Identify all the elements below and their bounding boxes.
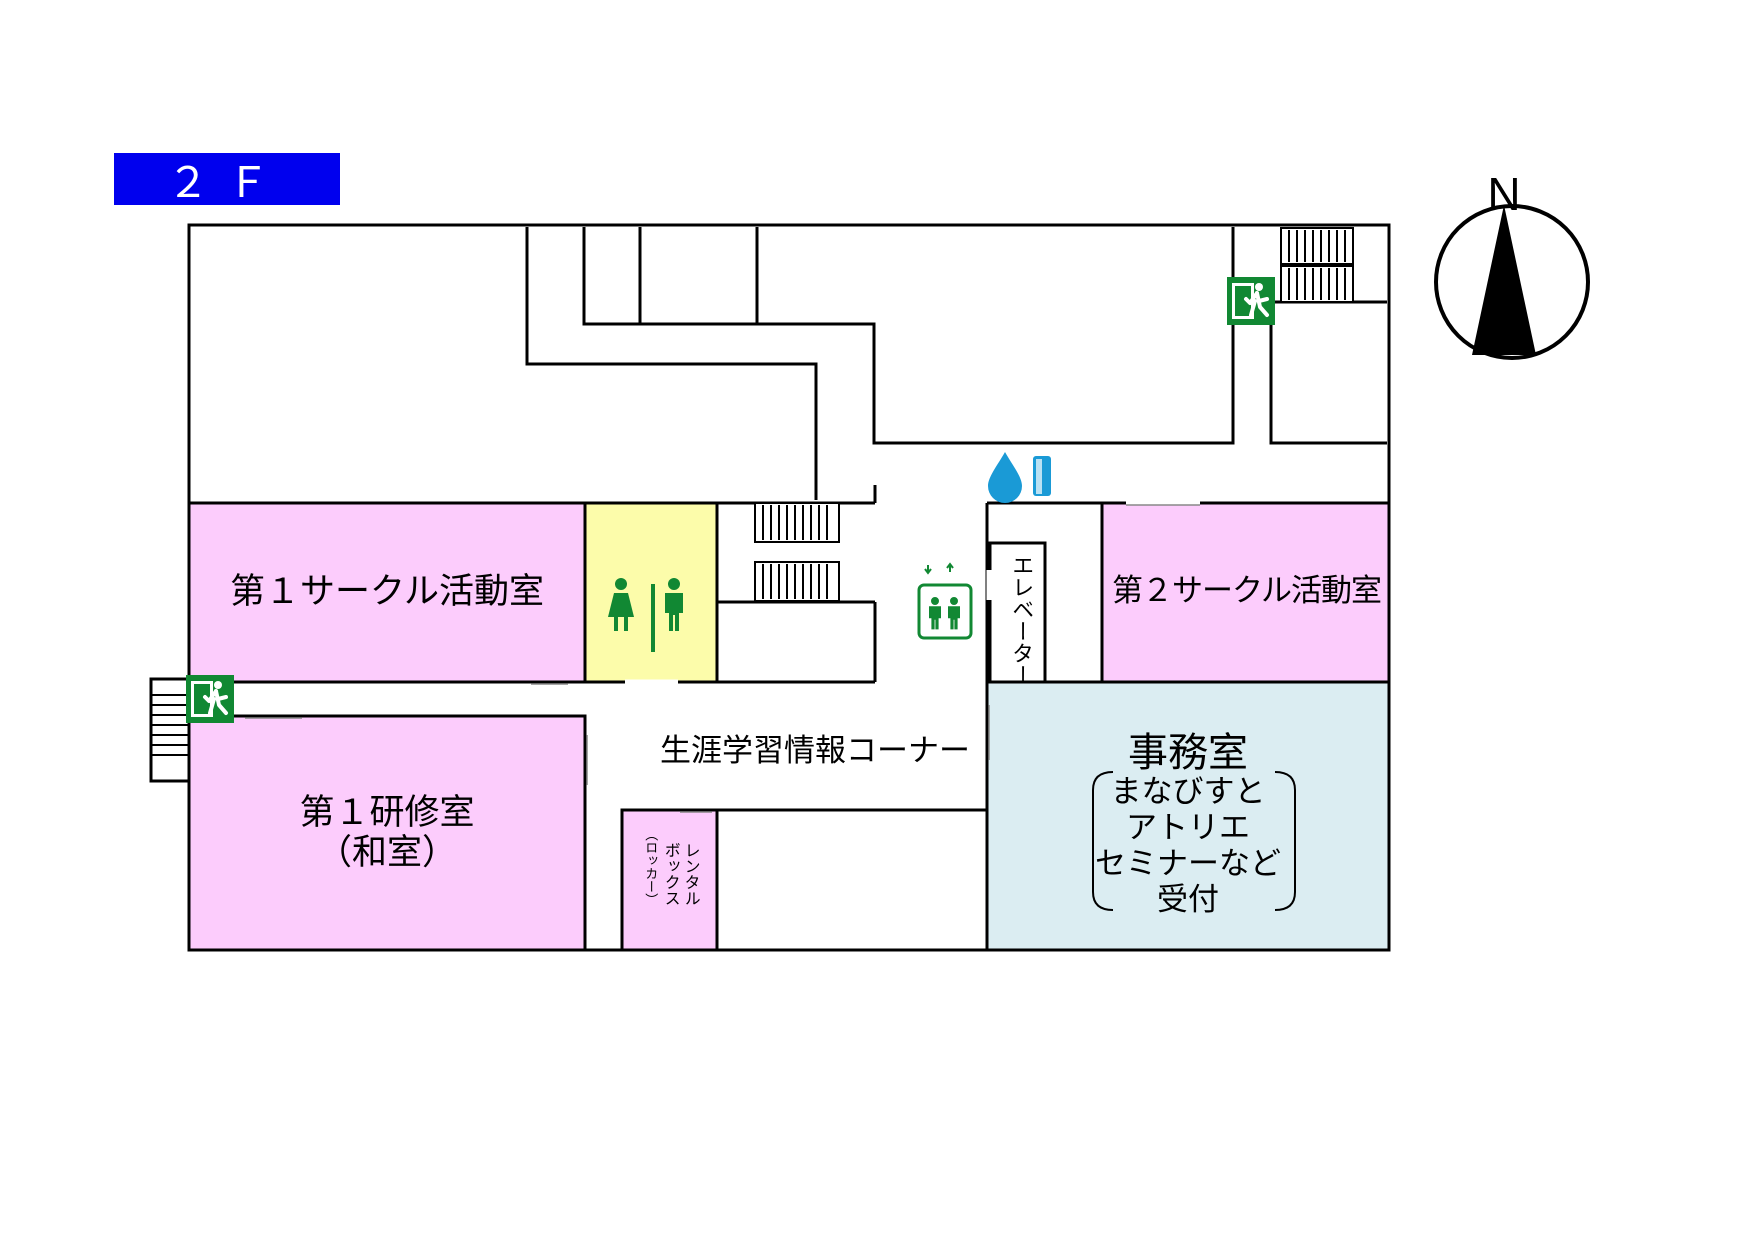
room-label-training-1-sub: （和室） bbox=[316, 833, 457, 873]
office-services: まなびすと アトリエ セミナーなど 受付 bbox=[987, 774, 1389, 918]
office-service-item: まなびすと bbox=[1110, 774, 1266, 810]
elevator-label: エレベーター bbox=[1008, 554, 1034, 686]
office-service-item: アトリエ bbox=[1126, 810, 1250, 846]
restroom-icon bbox=[608, 578, 683, 652]
office-service-item: セミナーなど bbox=[1095, 846, 1281, 882]
office-title: 事務室 bbox=[1128, 730, 1248, 776]
locker-fill bbox=[622, 810, 717, 950]
compass-n-label: N bbox=[1487, 168, 1520, 220]
walls bbox=[149, 223, 1391, 952]
office-service-item: 受付 bbox=[1157, 882, 1219, 918]
door-marks bbox=[245, 504, 1200, 813]
locker-label-3: （ロッカー） bbox=[642, 828, 658, 906]
water-drop-icon bbox=[988, 452, 1022, 503]
circle-room-1-fill bbox=[189, 503, 585, 682]
room-label-circle-1: 第１サークル活動室 bbox=[230, 572, 544, 612]
corner-label: 生涯学習情報コーナー bbox=[660, 733, 970, 769]
office-bracket bbox=[1092, 771, 1296, 911]
locker-label-1: レンタル bbox=[681, 842, 701, 906]
water-fountain-icon bbox=[1033, 456, 1051, 496]
elevator-icon bbox=[917, 562, 973, 640]
office-fill bbox=[987, 682, 1389, 950]
training-room-1-fill bbox=[189, 716, 585, 950]
room-label-training-1: 第１研修室 bbox=[299, 793, 475, 833]
room-label-circle-2: 第２サークル活動室 bbox=[1111, 573, 1382, 609]
locker-label-2: ボックス bbox=[661, 842, 681, 906]
doors bbox=[625, 500, 1200, 685]
north-compass bbox=[1434, 204, 1590, 360]
circle-room-2-fill bbox=[1102, 503, 1389, 682]
stairs bbox=[151, 227, 1354, 756]
emergency-exit-icon bbox=[186, 675, 234, 723]
emergency-exit-icon bbox=[1227, 277, 1275, 325]
floor-label: ２Ｆ bbox=[114, 153, 340, 207]
